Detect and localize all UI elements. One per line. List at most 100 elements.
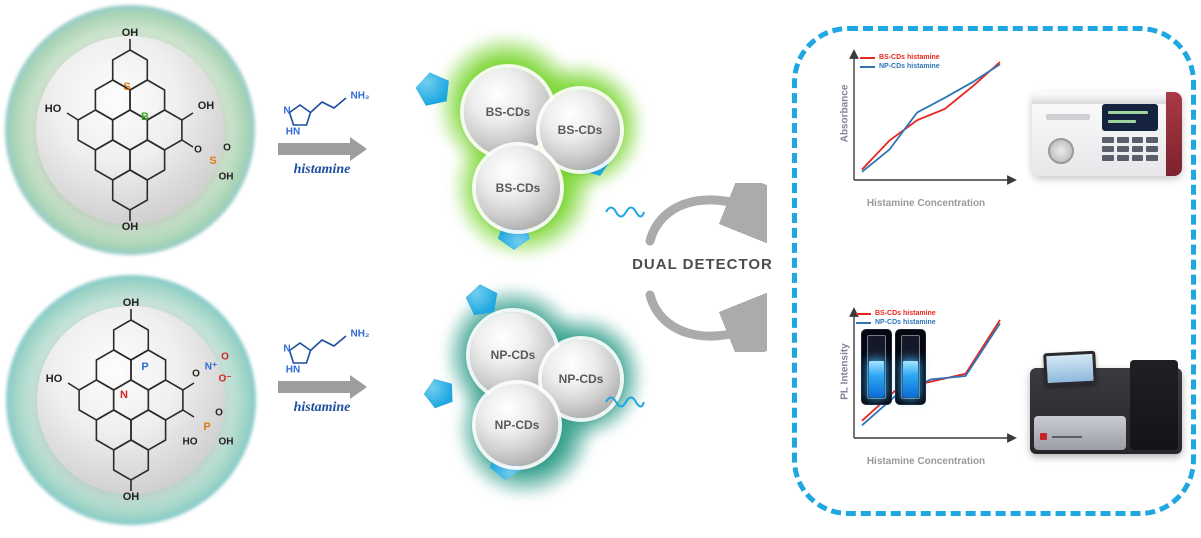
atom-label-imidazole-hn: HN [285,364,301,376]
fluor-tower [1130,360,1178,450]
histamine-skeleton [288,97,347,126]
np-cds-cluster: NP-CDs NP-CDs NP-CDs [428,282,653,498]
atom-label-sulfate-s: S [209,155,217,167]
legend-swatch [860,65,875,68]
histamine-skeleton [288,335,347,364]
fluor-front-panel [1034,416,1126,450]
atom-label-phosphonate-p: P [203,421,211,433]
legend-entry: BS-CDs histamine [856,310,936,317]
chart-legend: BS-CDs histamine NP-CDs histamine [860,54,940,70]
np-cd-sphere: NP-CDs [542,340,620,418]
np-core-sphere [37,306,225,494]
atom-label-amine-nh2: NH₂ [350,328,370,340]
legend-entry: BS-CDs histamine [860,54,940,61]
atom-label-imidazole-n: N [283,343,291,355]
histamine-label-bottom: histamine [293,400,351,415]
bs-cd-sphere-label: BS-CDs [485,105,531,119]
fluor-display-screen [1043,350,1097,387]
uvvis-lid [1032,92,1166,104]
curved-arrow-top [645,183,767,246]
dual-detector-label: DUAL DETECTOR [632,256,773,273]
atom-label-sulfate-oh: OH [218,171,234,183]
surface-chain-squiggle [605,396,645,408]
np-cd-sphere: NP-CDs [470,312,556,398]
np-carbon-dot-blob: OH HO OH P N O N⁺ O O⁻ O P HO OH [6,275,256,525]
reaction-arrow-bottom [278,375,367,399]
np-molecule-structure [67,309,195,491]
bs-cd-sphere: BS-CDs [464,68,552,156]
bs-cds-cluster: BS-CDs BS-CDs BS-CDs [418,28,653,258]
x-axis-label: Histamine Concentration [866,198,986,209]
histamine-structure-top: N HN NH₂ [282,84,382,139]
atom-label-boron-ring: B [141,111,149,123]
chart-legend: BS-CDs histamine NP-CDs histamine [856,310,936,326]
atom-label-amine-nh2: NH₂ [350,90,370,102]
atom-label-phosphonate-o-dbl: O [215,407,223,419]
atom-label-oh-top: OH [121,27,139,39]
np-cd-sphere-label: NP-CDs [494,418,540,432]
blue-luminescence [869,361,884,397]
bs-cd-sphere-label: BS-CDs [557,123,603,137]
histamine-structure-bottom: N HN NH₂ [282,322,382,377]
results-panel-border [792,26,1196,516]
absorbance-chart: Absorbance BS-CDs histamine NP-CDs hista… [816,38,1026,233]
atom-label-imidazole-hn: HN [285,126,301,138]
glowing-cuvette [901,335,920,399]
bs-carbon-dot-blob: OH HO OH S B OH O S O OH [5,5,255,255]
fluor-label-line [1052,436,1082,438]
atom-label-ho-left: HO [45,373,63,385]
reaction-arrow-top [278,137,367,161]
surface-chain-squiggle [605,206,645,218]
atom-label-sulfate-o-dbl: O [223,142,231,154]
legend-swatch [856,321,871,324]
legend-swatch [860,56,875,59]
atom-label-sulfate-o: O [194,144,202,156]
legend-swatch [856,312,871,315]
bs-cd-sphere: BS-CDs [476,146,560,230]
bs-cd-sphere-label: BS-CDs [495,181,541,195]
bs-molecule-structure [66,39,194,221]
atom-label-boronic-oh: OH [197,100,215,112]
bs-cd-sphere: BS-CDs [540,90,620,170]
uvvis-accent-stripe [1166,92,1182,176]
legend-entry: NP-CDs histamine [856,319,936,326]
atom-label-phosphonate-ho: HO [182,436,198,448]
np-cd-sphere: NP-CDs [476,384,558,466]
atom-label-imidazole-n: N [283,105,291,117]
uvvis-display-screen [1102,104,1158,131]
legend-label: NP-CDs histamine [875,319,936,326]
x-axis-label: Histamine Concentration [866,456,986,467]
cuvette-photo [862,330,891,404]
curved-arrow-bottom [645,290,767,352]
uvvis-knob [1048,138,1074,164]
atom-label-nitro-o-minus: O⁻ [218,373,232,385]
cuvette-photo [896,330,925,404]
chart-plot [849,49,1017,185]
glowing-cuvette [867,335,886,399]
atom-label-oh-bottom: OH [121,221,139,233]
legend-label: BS-CDs histamine [875,310,936,317]
fluorescence-spectrometer [1030,350,1182,454]
atom-label-phosphonate-oh: OH [218,436,234,448]
atom-label-nitro-o: O [192,368,200,380]
uvvis-slot [1046,114,1090,120]
histamine-label-top: histamine [293,162,351,177]
chart-plot [849,307,1017,443]
np-cd-sphere-label: NP-CDs [490,348,536,362]
uvvis-keypad [1102,137,1158,161]
atom-label-oh-top: OH [122,297,140,309]
atom-label-nitrogen-ring: N [120,389,128,401]
atom-label-nitro-o-dbl: O [221,351,229,363]
np-cd-sphere-label: NP-CDs [558,372,604,386]
cuvette-photos [862,330,925,404]
atom-label-oh-bottom: OH [122,491,140,503]
fluor-logo-mark [1040,433,1047,440]
atom-label-nitro-n: N⁺ [204,361,218,373]
bs-core-sphere [36,36,224,224]
legend-label: NP-CDs histamine [879,63,940,70]
blue-luminescence [903,361,918,397]
legend-label: BS-CDs histamine [879,54,940,61]
atom-label-phosphorus-ring: P [141,361,149,373]
uv-vis-spectrophotometer [1032,92,1182,176]
